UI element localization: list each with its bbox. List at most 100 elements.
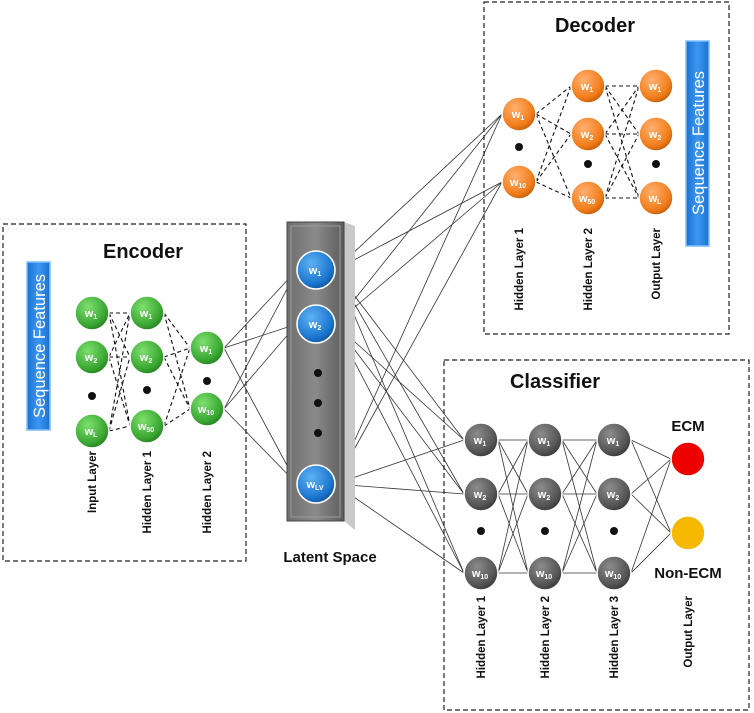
classifier-layer1-node-3: w10 xyxy=(463,555,499,591)
connection-line xyxy=(163,408,191,427)
connection-line xyxy=(163,347,191,358)
classifier-layer-label-4: Output Layer xyxy=(683,595,695,667)
classifier-layer-label-3: Hidden Layer 3 xyxy=(609,596,621,678)
encoder-layer1-node-2: w2 xyxy=(74,339,110,375)
classifier-layer1-node-2: w2 xyxy=(463,476,499,512)
encoder-sequence-features-badge: Sequence Features xyxy=(26,261,51,431)
decoder-layer1-node-2: w10 xyxy=(501,164,537,200)
connection-line xyxy=(497,439,529,574)
connection-line xyxy=(223,323,298,410)
connection-line xyxy=(604,133,640,199)
connection-line xyxy=(223,323,298,349)
connection-line xyxy=(561,439,598,574)
connection-line xyxy=(334,113,503,325)
decoder-layer3-node-1: w1 xyxy=(638,68,674,104)
decoder-layer1-node-1: w1 xyxy=(501,96,537,132)
decoder-layer-label-2: Hidden Layer 2 xyxy=(583,228,595,310)
connection-line xyxy=(604,85,640,199)
connection-line xyxy=(630,439,672,534)
connection-line xyxy=(334,483,465,495)
classifier-layer2-node-1: w1 xyxy=(527,422,563,458)
encoder-layer1-node-1: w1 xyxy=(74,295,110,331)
encoder-layer3-node-1: w1 xyxy=(189,330,225,366)
latent-node-1: w1 xyxy=(296,250,336,290)
connection-line xyxy=(108,356,131,427)
encoder-layer-label-2: Hidden Layer 1 xyxy=(142,450,154,533)
connection-line xyxy=(108,312,131,358)
connection-line xyxy=(535,113,572,199)
connection-line xyxy=(535,113,572,135)
latent-node-3: wLV xyxy=(296,464,336,504)
classifier-layer1-node-1: w1 xyxy=(463,422,499,458)
encoder-layer1-node-3: wL xyxy=(74,413,110,449)
connection-line xyxy=(630,493,672,534)
classifier-layer3-node-1: w1 xyxy=(596,422,632,458)
connection-line xyxy=(334,269,465,574)
connection-line xyxy=(223,408,298,485)
connection-line xyxy=(630,458,672,495)
connection-line xyxy=(334,323,465,574)
encoder-layer-label-3: Hidden Layer 2 xyxy=(202,451,214,533)
connection-line xyxy=(630,458,672,574)
connection-line xyxy=(223,269,298,410)
latent-space-label: Latent Space xyxy=(283,549,376,566)
non-ecm-label: Non-ECM xyxy=(654,565,722,582)
network-nodes: w1w2wLw1w2w50w1w10w1w10w1w2w50w1w2wLw1w2… xyxy=(74,68,706,591)
decoder-badge-label: Sequence Features xyxy=(690,71,708,215)
connection-line xyxy=(108,356,131,432)
connection-line xyxy=(334,181,503,325)
encoder-badge-label: Sequence Features xyxy=(31,274,49,418)
decoder-layer3-node-2: w2 xyxy=(638,116,674,152)
encoder-box xyxy=(2,223,247,562)
connection-line xyxy=(535,85,572,115)
connection-line xyxy=(223,347,298,485)
classifier-layer2-node-3: w10 xyxy=(527,555,563,591)
connection-line xyxy=(108,312,131,432)
encoder-layer3-node-2: w10 xyxy=(189,391,225,427)
connection-line xyxy=(163,356,191,410)
decoder-layer-label-1: Hidden Layer 1 xyxy=(514,227,526,310)
connection-line xyxy=(630,532,672,574)
connection-line xyxy=(604,85,640,135)
connection-line xyxy=(561,439,598,495)
connection-line xyxy=(163,347,191,427)
classifier-layer3-node-2: w2 xyxy=(596,476,632,512)
connection-line xyxy=(497,493,529,574)
encoder-layer2-node-1: w1 xyxy=(129,295,165,331)
classifier-layer2-node-2: w2 xyxy=(527,476,563,512)
classifier-layer-label-1: Hidden Layer 1 xyxy=(476,595,488,678)
decoder-layer2-node-1: w1 xyxy=(570,68,606,104)
encoder-layer2-node-2: w2 xyxy=(129,339,165,375)
connection-line xyxy=(334,181,503,485)
latent-node-2: w2 xyxy=(296,304,336,344)
decoder-layer-label-3: Output Layer xyxy=(651,227,663,299)
classifier-layer3-node-3: w10 xyxy=(596,555,632,591)
connection-line xyxy=(108,312,131,427)
classifier-layer4-node-1 xyxy=(670,441,706,477)
classifier-box xyxy=(443,359,750,711)
classifier-title: Classifier xyxy=(510,371,600,393)
decoder-layer2-node-2: w2 xyxy=(570,116,606,152)
connection-line xyxy=(334,323,465,495)
connection-line xyxy=(535,133,572,183)
ellipsis-dots xyxy=(88,143,660,535)
decoder-layer2-node-3: w50 xyxy=(570,180,606,216)
encoder-title: Encoder xyxy=(103,241,183,263)
connection-line xyxy=(223,269,298,349)
classifier-layer-label-2: Hidden Layer 2 xyxy=(540,596,552,678)
connection-line xyxy=(334,483,465,574)
ecm-label: ECM xyxy=(671,418,704,435)
connection-lines xyxy=(108,85,672,574)
connection-line xyxy=(497,439,529,495)
connection-line xyxy=(561,493,598,574)
decoder-layer3-node-3: wL xyxy=(638,180,674,216)
connection-line xyxy=(535,181,572,199)
connection-line xyxy=(108,425,131,432)
connection-line xyxy=(163,312,191,410)
connection-line xyxy=(334,269,465,441)
encoder-layer-label-1: Input Layer xyxy=(87,450,99,513)
connection-line xyxy=(334,181,503,271)
connection-line xyxy=(334,113,503,485)
